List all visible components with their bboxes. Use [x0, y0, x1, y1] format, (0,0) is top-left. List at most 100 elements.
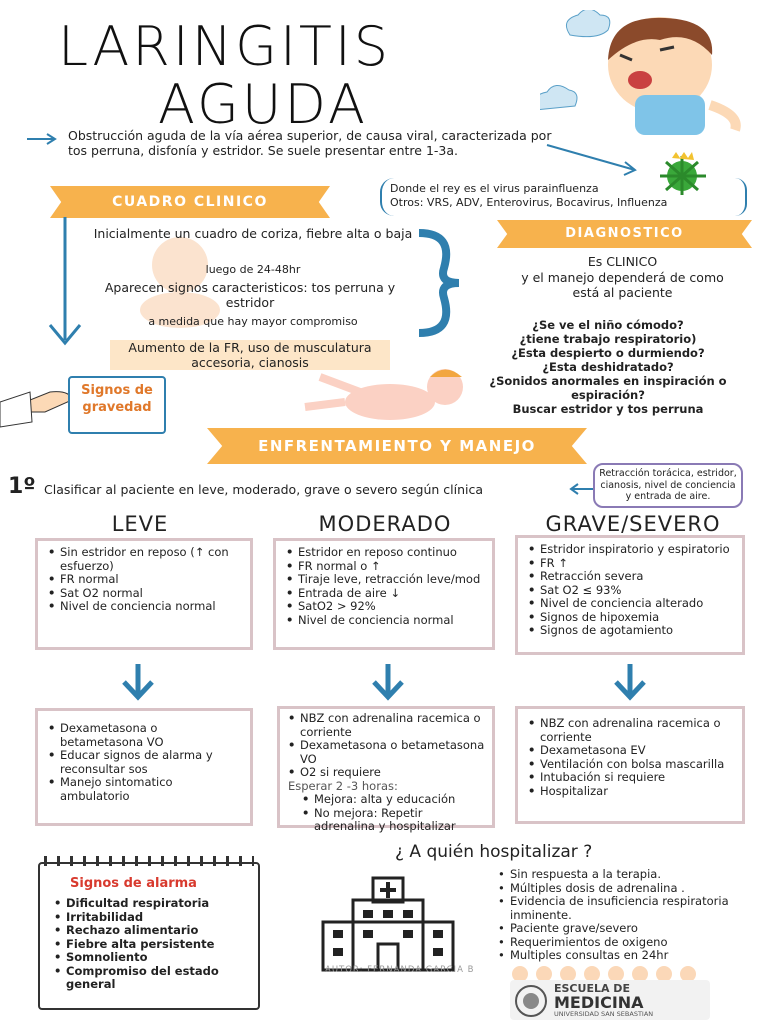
cuadro-p5: Aumento de la FR, uso de musculatura acc… [110, 340, 390, 370]
school-line1: ESCUELA DE [554, 982, 630, 995]
moderado-wait: Esperar 2 -3 horas: [288, 778, 398, 793]
leve-box: Sin estridor en reposo (↑ con esfuerzo) … [35, 538, 253, 650]
arrow-down-left-icon [48, 217, 82, 346]
leve-tx-box: Dexametasona o betametasona VO Educar si… [35, 708, 253, 826]
school-line2: MEDICINA [554, 993, 644, 1012]
cuadro-p1: Inicialmente un cuadro de coriza, fiebre… [93, 226, 413, 241]
hospital-building-icon [321, 876, 455, 972]
signos-gravedad-label: Signos de gravedad [81, 383, 153, 415]
grave-tx-box: NBZ con adrenalina racemica o corriente … [515, 706, 745, 824]
hospitalizar-item: Evidencia de insuficiencia respiratoria … [498, 894, 748, 922]
title-line1: LARINGITIS [58, 15, 392, 78]
clasificar-note: Retracción torácica, estridor, cianosis,… [593, 463, 743, 508]
grave-tx-item: Intubación si requiere [526, 770, 734, 785]
alarma-item: Fiebre alta persistente [54, 937, 244, 952]
diagnostico-line2: y el manejo dependerá de como está al pa… [521, 270, 724, 300]
moderado-box: Estridor en reposo continuo FR normal o … [273, 538, 495, 650]
arrow-diagonal-icon [546, 144, 637, 176]
leve-item: Sat O2 normal [46, 586, 242, 601]
hand-pointing-illustration [0, 391, 73, 428]
arrow-down-icon [122, 664, 154, 701]
question-1: ¿Se ve el niño cómodo? [532, 318, 684, 332]
cuadro-p2: luego de 24-48hr [205, 263, 301, 276]
hospitalizar-item: Múltiples dosis de adrenalina . [498, 881, 748, 896]
diagnostico-banner: DIAGNOSTICO [497, 220, 752, 248]
alarma-item: Compromiso del estado general [54, 964, 244, 992]
clasificar-text: Clasificar al paciente en leve, moderado… [44, 482, 484, 497]
baby-illustration [140, 237, 220, 328]
moderado-item: FR normal o ↑ [284, 559, 484, 574]
moderado-tx-item: O2 si requiere [286, 765, 486, 780]
grave-title: GRAVE/SEVERO [545, 512, 721, 536]
grave-tx-item: Hospitalizar [526, 784, 734, 799]
cuadro-p3: Aparecen signos caracteristicos: tos per… [104, 280, 396, 310]
leve-item: Sin estridor en reposo (↑ con esfuerzo) [46, 545, 242, 573]
alarma-notepad: Signos de alarma Dificultad respiratoria… [38, 862, 260, 1010]
manejo-banner: ENFRENTAMIENTO Y MANEJO [207, 428, 587, 464]
question-3: ¿Esta despierto o durmiendo? [511, 346, 705, 360]
hospitalizar-list: Sin respuesta a la terapia. Múltiples do… [498, 867, 748, 963]
hospitalizar-item: Multiples consultas en 24hr [498, 948, 748, 963]
author-credit: AUTOR: FERNANDA GARCIA B [325, 965, 475, 975]
leve-tx-item: Educar signos de alarma y reconsultar so… [46, 748, 242, 776]
grave-item: FR ↑ [526, 556, 734, 571]
grave-item: Nivel de conciencia alterado [526, 596, 734, 611]
question-6: Buscar estridor y tos perruna [512, 402, 704, 416]
cuadro-clinico-banner: CUADRO CLINICO [50, 186, 330, 218]
moderado-tx-item: Dexametasona o betametasona VO [286, 738, 486, 766]
hospitalizar-item: Requerimientos de oxigeno [498, 935, 748, 950]
leve-item: Nivel de conciencia normal [46, 599, 242, 614]
alarma-item: Rechazo alimentario [54, 923, 244, 938]
virus-line2: Otros: VRS, ADV, Enterovirus, Bocavirus,… [390, 196, 668, 209]
diagnostico-questions: ¿Se ve el niño cómodo? ¿tiene trabajo re… [478, 318, 738, 416]
leve-tx-item: Manejo sintomatico ambulatorio [46, 775, 242, 803]
arrow-right-icon [27, 133, 57, 145]
alarma-item: Dificultad respiratoria [54, 896, 244, 911]
moderado-item: Tiraje leve, retracción leve/mod [284, 572, 484, 587]
moderado-tx2-item: Mejora: alta y educación [300, 792, 486, 807]
question-2: ¿tiene trabajo respiratorio) [519, 332, 697, 346]
moderado-item: Estridor en reposo continuo [284, 545, 484, 560]
cuadro-p4: a medida que hay mayor compromiso [148, 315, 358, 328]
title-line2: AGUDA [158, 73, 368, 136]
leve-title: LEVE [111, 512, 169, 536]
question-5: ¿Sonidos anormales en inspiración o espi… [489, 374, 727, 402]
notepad-spiral [44, 856, 254, 866]
moderado-tx-box: NBZ con adrenalina racemica o corriente … [277, 706, 495, 833]
school-logo: ESCUELA DE MEDICINA UNIVERSIDAD SAN SEBA… [510, 980, 710, 1020]
university-seal-icon [515, 985, 547, 1017]
moderado-item: SatO2 > 92% [284, 599, 484, 614]
hospitalizar-item: Paciente grave/severo [498, 921, 748, 936]
virus-line1: Donde el rey es el virus parainfluenza [390, 182, 599, 195]
hospitalizar-item: Sin respuesta a la terapia. [498, 867, 748, 882]
children-faces-illustration [512, 966, 696, 982]
moderado-tx-item: NBZ con adrenalina racemica o corriente [286, 711, 486, 739]
intro-text: Obstrucción aguda de la vía aérea superi… [68, 128, 552, 158]
leve-tx-item: Dexametasona o betametasona VO [46, 721, 242, 749]
moderado-item: Nivel de conciencia normal [284, 613, 484, 628]
grave-item: Signos de hipoxemia [526, 610, 734, 625]
grave-tx-item: Ventilación con bolsa mascarilla [526, 757, 734, 772]
diagnostico-line1: Es CLINICO [587, 254, 658, 269]
arrow-left-icon [569, 483, 594, 495]
virus-icon [660, 152, 706, 195]
coughing-child-illustration [540, 10, 741, 135]
moderado-item: Entrada de aire ↓ [284, 586, 484, 601]
crawling-baby-illustration [304, 369, 463, 420]
grave-box: Estridor inspiratorio y espiratorio FR ↑… [515, 535, 745, 655]
moderado-tx2-item: No mejora: Repetir adrenalina y hospital… [300, 806, 486, 834]
grave-tx-item: Dexametasona EV [526, 743, 734, 758]
virus-bracket-right [735, 178, 747, 216]
grave-item: Signos de agotamiento [526, 623, 734, 638]
grave-tx-item: NBZ con adrenalina racemica o corriente [526, 716, 734, 744]
grave-item: Retracción severa [526, 569, 734, 584]
step-number: 1º [8, 474, 36, 499]
moderado-title: MODERADO [318, 512, 452, 536]
question-4: ¿Esta deshidratado? [542, 360, 674, 374]
alarma-item: Somnoliento [54, 950, 244, 965]
leve-item: FR normal [46, 572, 242, 587]
alarma-item: Irritabilidad [54, 910, 244, 925]
arrow-down-icon [372, 664, 404, 701]
grave-item: Sat O2 ≤ 93% [526, 583, 734, 598]
brace-icon [418, 229, 460, 337]
